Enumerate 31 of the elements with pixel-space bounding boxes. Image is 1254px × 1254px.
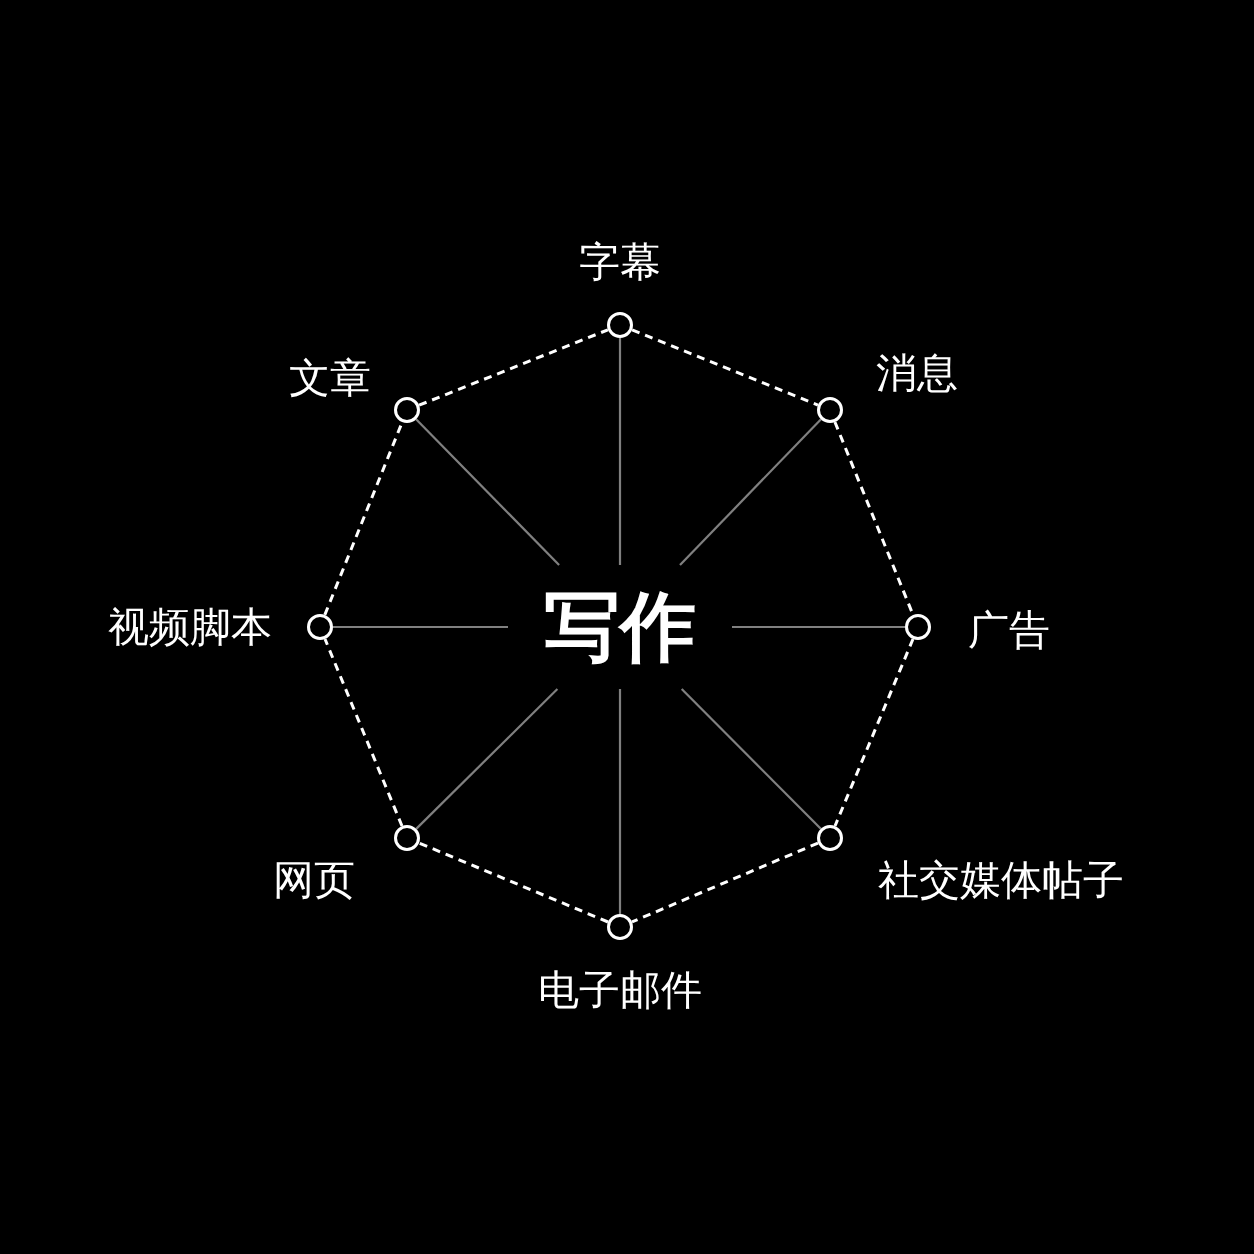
- spoke-line: [679, 418, 822, 566]
- node-circle: [307, 614, 333, 640]
- node-circle: [394, 397, 420, 423]
- spoke-line: [732, 625, 905, 629]
- spoke-line: [618, 689, 622, 914]
- node-label: 消息: [876, 352, 958, 394]
- node-label: 字幕: [579, 241, 661, 283]
- spoke-line: [415, 418, 560, 566]
- node-circle: [905, 614, 931, 640]
- spoke-line: [415, 688, 559, 830]
- dashed-connector: [631, 328, 819, 407]
- node-label: 网页: [273, 859, 355, 901]
- node-circle: [607, 312, 633, 338]
- spoke-line: [680, 688, 822, 830]
- node-label: 广告: [968, 609, 1050, 651]
- node-label: 文章: [289, 357, 371, 399]
- node-label: 视频脚本: [108, 606, 272, 648]
- node-circle: [817, 397, 843, 423]
- dashed-connector: [833, 638, 915, 827]
- node-label: 电子邮件: [538, 969, 702, 1011]
- dashed-connector: [631, 841, 819, 924]
- node-circle: [607, 914, 633, 940]
- hub-title: 写作: [544, 589, 696, 665]
- node-circle: [394, 825, 420, 851]
- node-circle: [817, 825, 843, 851]
- dashed-connector: [323, 638, 404, 827]
- dashed-connector: [418, 328, 609, 407]
- node-label: 社交媒体帖子: [878, 859, 1124, 901]
- dashed-connector: [418, 841, 609, 924]
- spoke-line: [618, 338, 622, 565]
- spoke-line: [333, 625, 508, 629]
